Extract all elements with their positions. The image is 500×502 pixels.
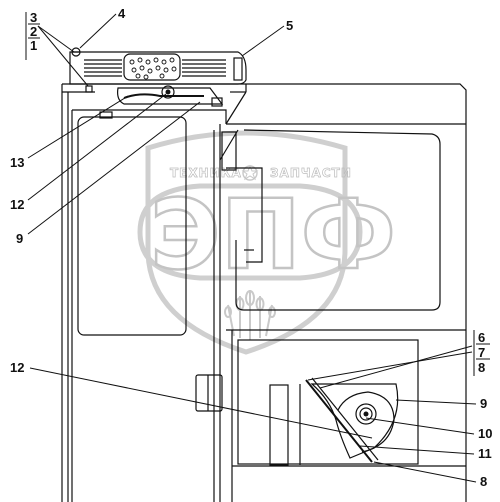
door-top-latch	[99, 111, 113, 119]
duct-clamp	[211, 97, 223, 107]
heater-side-panel	[269, 384, 289, 466]
mirror-bracket-frame	[226, 167, 263, 263]
callout-2: 2	[30, 24, 37, 39]
fan-impeller-outer	[355, 403, 377, 425]
watermark-star-icon	[241, 164, 259, 181]
heater-compartment	[226, 329, 466, 502]
roof-unit-housing	[69, 51, 247, 85]
watermark-shield-outline	[145, 130, 348, 355]
door-window	[77, 116, 187, 336]
callouts: 3 2 1 4 5 13 12 9 12 6 7 8 9 10 11	[10, 6, 492, 489]
leader-11	[359, 445, 475, 455]
callout-11: 11	[478, 446, 492, 461]
callout-6: 6	[478, 330, 485, 345]
roof-unit-end-cap	[233, 57, 243, 81]
fan-scroll-housing	[310, 383, 399, 459]
roof-slope-line	[225, 91, 247, 125]
callout-9-top: 9	[16, 231, 23, 246]
heater-blade-plate	[305, 379, 373, 463]
callout-12-bottom: 12	[10, 360, 24, 375]
callout-10: 10	[478, 426, 492, 441]
watermark-logo: ТЕХНИКА ЗАПЧАСТИ ЭПФ	[137, 130, 397, 355]
callout-12-top: 12	[10, 197, 24, 212]
duct-fan-hub	[165, 89, 171, 95]
leader-9-bottom	[395, 399, 477, 405]
door-handle	[195, 374, 223, 412]
callout-3: 3	[30, 10, 37, 25]
leader-4	[79, 13, 117, 49]
callout-1: 1	[30, 38, 37, 53]
callout-7: 7	[478, 345, 485, 360]
fan-impeller-mid	[359, 407, 373, 421]
watermark-text-right: ЗАПЧАСТИ	[270, 166, 352, 180]
filter-perforated-cover	[123, 53, 181, 81]
callout-4: 4	[118, 6, 126, 21]
roof-latch	[85, 85, 93, 93]
roof-unit	[69, 47, 247, 119]
leader-12-bottom	[29, 367, 373, 439]
duct-fan-outer	[161, 85, 175, 99]
cab-body	[61, 83, 467, 502]
cab-roof-right-edge	[240, 83, 467, 502]
callout-5: 5	[286, 18, 293, 33]
leader-3	[37, 25, 89, 87]
door-top	[72, 109, 227, 124]
cab-door	[71, 109, 263, 502]
leader-10	[365, 417, 475, 435]
leader-12-top	[27, 93, 167, 201]
filter-holes	[129, 57, 177, 80]
leader-9-top	[27, 101, 201, 235]
vent-grille-right	[182, 59, 226, 77]
rear-window	[235, 129, 441, 311]
door-pillar-hinge-line	[219, 129, 239, 161]
pillar-bracket	[221, 131, 237, 171]
leader-6	[319, 345, 473, 389]
leader-7	[307, 351, 473, 381]
fan-scroll-curve	[337, 391, 395, 453]
leader-13	[27, 95, 129, 159]
callout-8-top: 8	[478, 360, 485, 375]
watermark-text-left: ТЕХНИКА	[170, 166, 242, 180]
callout-9-bottom: 9	[480, 396, 487, 411]
leader-5	[241, 25, 285, 57]
vent-grille-left	[84, 59, 122, 77]
heater-frame	[237, 339, 419, 465]
leader-8-bottom	[373, 461, 477, 483]
fan-hub	[363, 411, 369, 417]
callout-13: 13	[10, 155, 24, 170]
leader-2	[37, 25, 75, 53]
watermark-ring	[137, 183, 363, 281]
watermark-big-text: ЭПФ	[150, 179, 396, 291]
callout-8-bottom: 8	[480, 474, 487, 489]
